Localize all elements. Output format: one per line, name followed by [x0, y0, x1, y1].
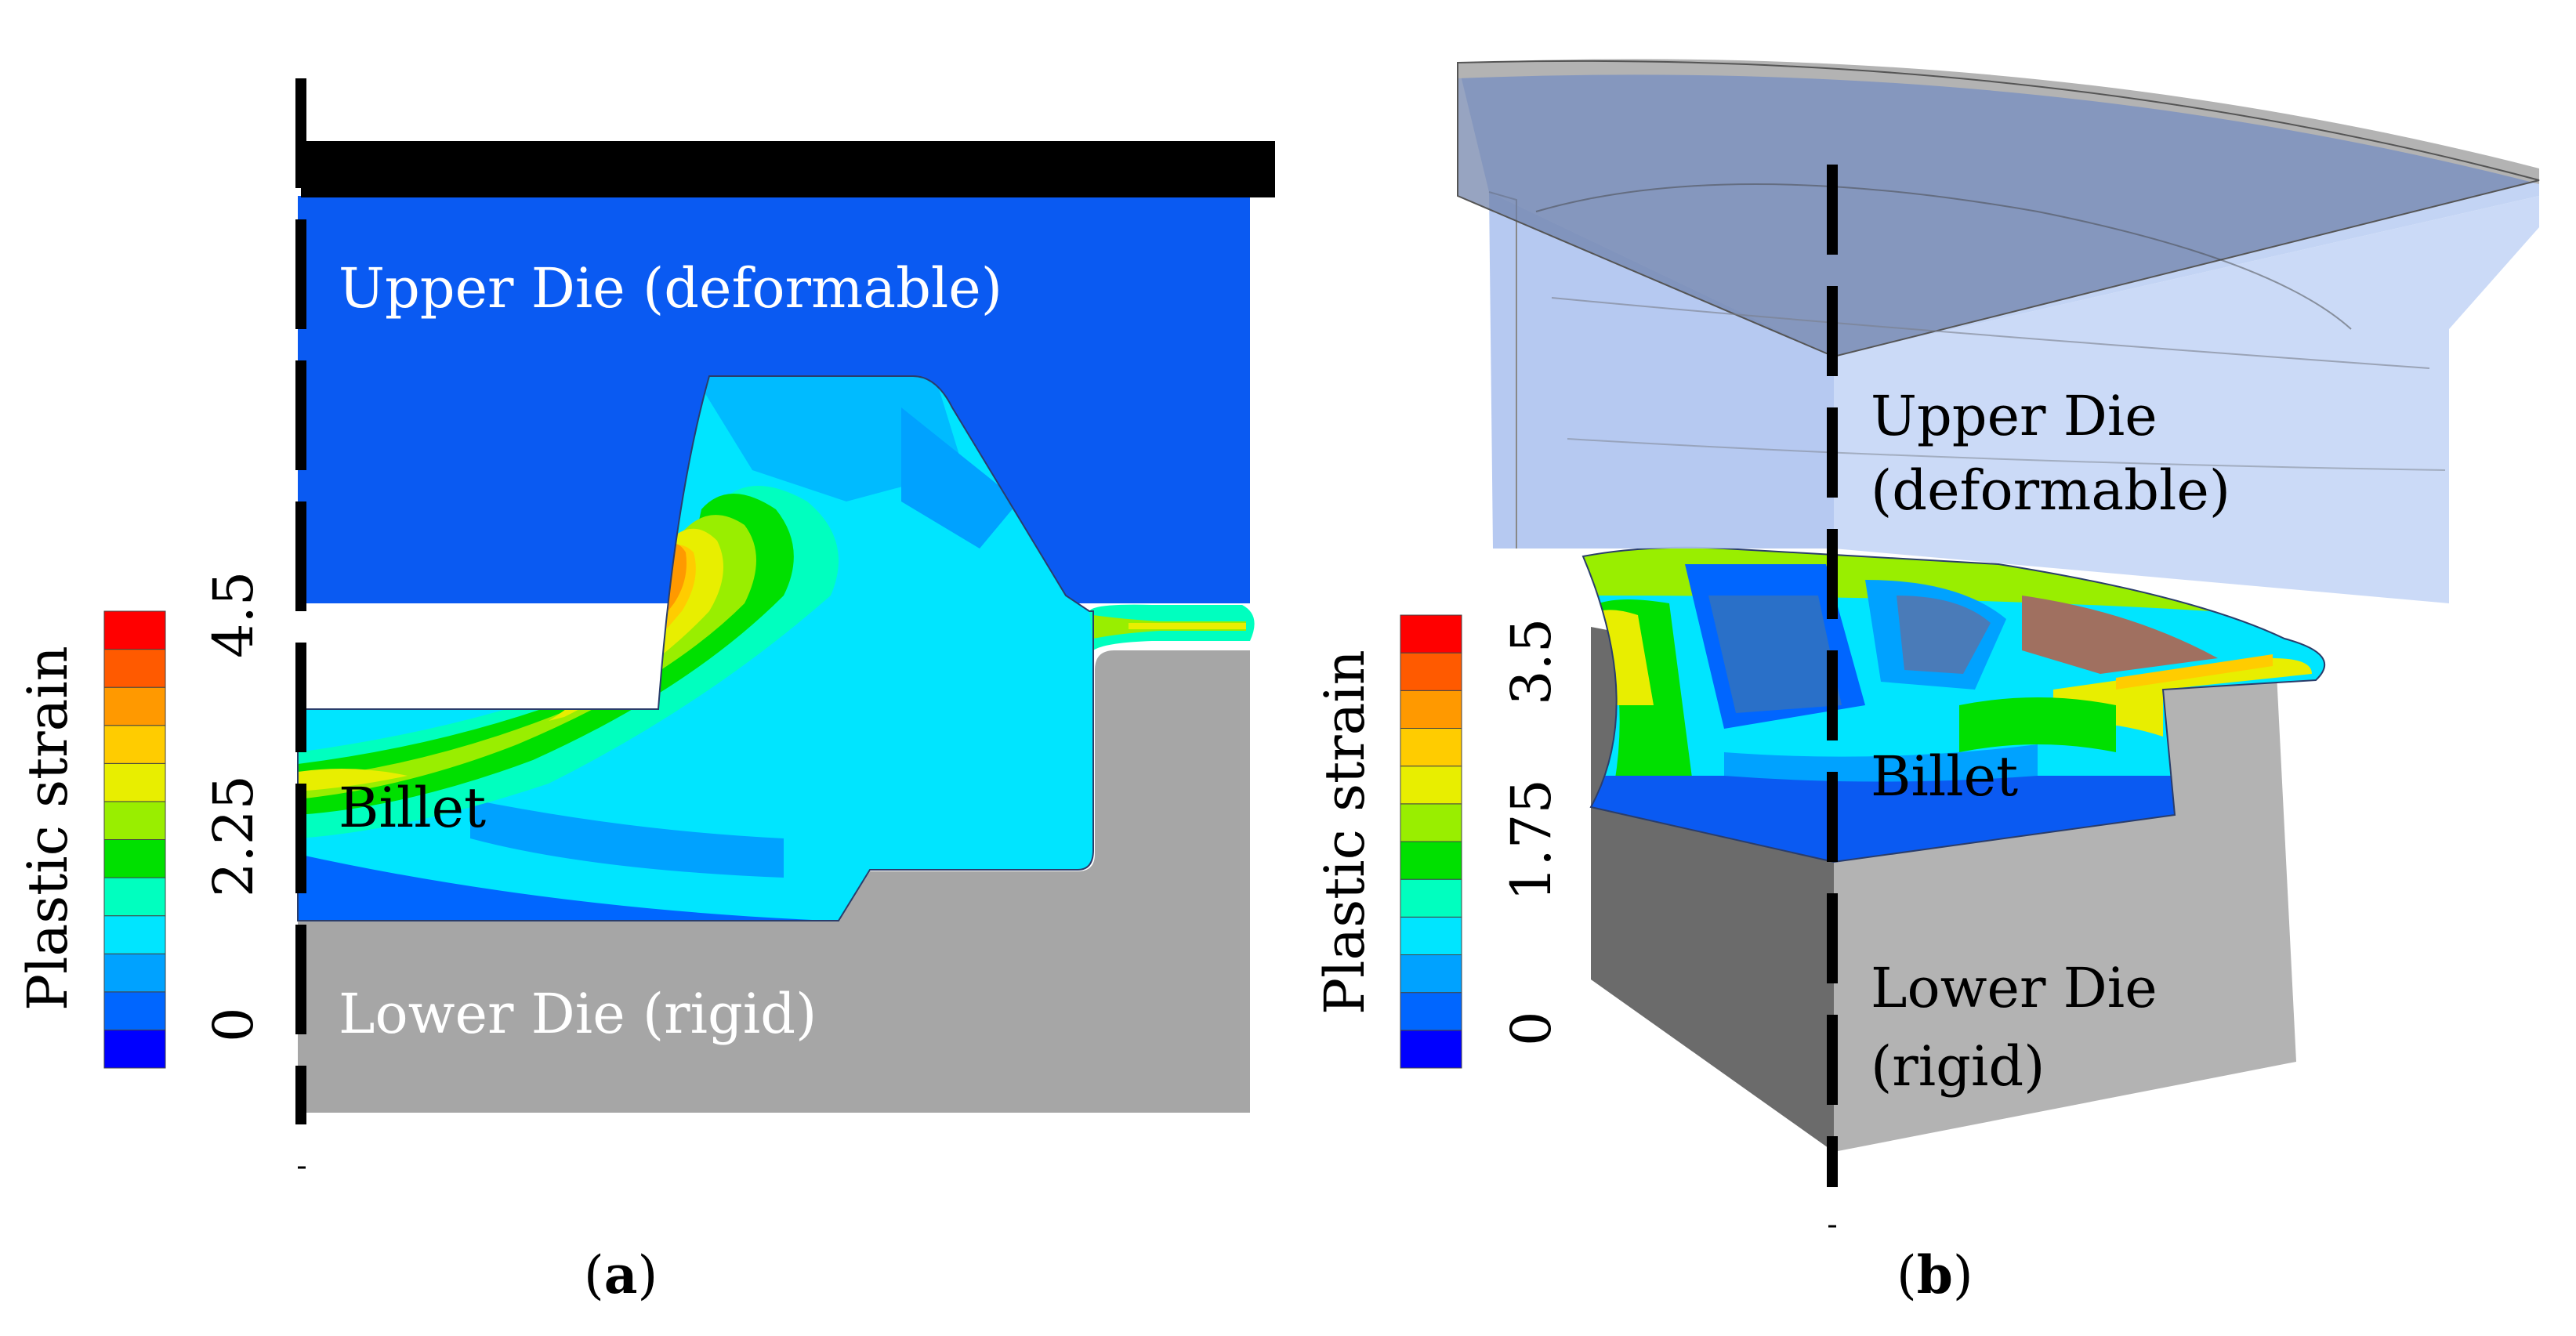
- legend-title-a: Plastic strain: [16, 646, 80, 1011]
- legend-swatch-b-5: [1400, 841, 1462, 880]
- legend-colorbar-b: [1400, 614, 1462, 1069]
- lower-die-label-b-line2: (rigid): [1871, 1034, 2045, 1099]
- legend-title-b: Plastic strain: [1313, 650, 1377, 1015]
- legend-swatch-a-3: [103, 915, 166, 954]
- upper-die-label-b-line2: (deformable): [1871, 458, 2230, 523]
- legend-swatch-a-5: [103, 839, 166, 878]
- legend-swatch-a-10: [103, 649, 166, 688]
- legend-tick-a-2: 4.5: [201, 571, 266, 658]
- legend-swatch-a-2: [103, 953, 166, 993]
- legend-swatch-a-1: [103, 991, 166, 1030]
- legend-swatch-b-4: [1400, 878, 1462, 918]
- legend-swatch-a-0: [103, 1029, 166, 1069]
- legend-swatch-b-7: [1400, 766, 1462, 805]
- caption-b: (b): [1897, 1244, 1973, 1305]
- billet-label-b: Billet: [1871, 744, 2018, 809]
- legend-a: Plastic strain 0 2.25 4.5: [16, 571, 266, 1069]
- legend-swatch-b-6: [1400, 803, 1462, 842]
- legend-swatch-b-2: [1400, 954, 1462, 994]
- panel-b: Upper Die (deformable) Billet Lower Die …: [1313, 59, 2540, 1228]
- caption-a-letter: a: [603, 1244, 638, 1305]
- upper-die-label-a: Upper Die (deformable): [339, 256, 1002, 320]
- lower-die-label-a: Lower Die (rigid): [339, 982, 817, 1046]
- top-plate-a: [301, 141, 1275, 197]
- legend-swatch-b-9: [1400, 690, 1462, 729]
- legend-tick-a-1: 2.25: [201, 775, 266, 897]
- legend-swatch-a-11: [103, 610, 166, 650]
- legend-swatch-b-11: [1400, 614, 1462, 654]
- legend-swatch-b-8: [1400, 728, 1462, 767]
- legend-swatch-a-8: [103, 725, 166, 764]
- caption-a: (a): [584, 1244, 658, 1305]
- legend-tick-b-2: 3.5: [1499, 618, 1563, 705]
- legend-tick-b-0: 0: [1499, 1011, 1563, 1046]
- legend-swatch-a-9: [103, 686, 166, 726]
- billet-a: [297, 375, 1255, 921]
- upper-die-label-b-line1: Upper Die: [1871, 384, 2158, 448]
- legend-tick-b-1: 1.75: [1499, 779, 1563, 901]
- caption-b-letter: b: [1916, 1244, 1953, 1305]
- billet-b: [1581, 546, 2325, 864]
- legend-colorbar-a: [103, 610, 166, 1069]
- legend-swatch-b-10: [1400, 652, 1462, 691]
- legend-swatch-b-1: [1400, 992, 1462, 1031]
- legend-swatch-b-3: [1400, 916, 1462, 956]
- legend-swatch-b-0: [1400, 1030, 1462, 1069]
- billet-label-a: Billet: [339, 776, 486, 840]
- lower-die-a: [298, 650, 1250, 1113]
- legend-swatch-a-6: [103, 801, 166, 841]
- legend-b: Plastic strain 0 1.75 3.5: [1313, 614, 1563, 1069]
- legend-swatch-a-4: [103, 877, 166, 917]
- upper-die-b: [1457, 59, 2540, 603]
- legend-swatch-a-7: [103, 762, 166, 802]
- lower-die-label-b-line1: Lower Die: [1871, 956, 2158, 1020]
- panel-a: Upper Die (deformable) Billet Lower Die …: [16, 78, 1275, 1169]
- legend-tick-a-0: 0: [201, 1007, 266, 1042]
